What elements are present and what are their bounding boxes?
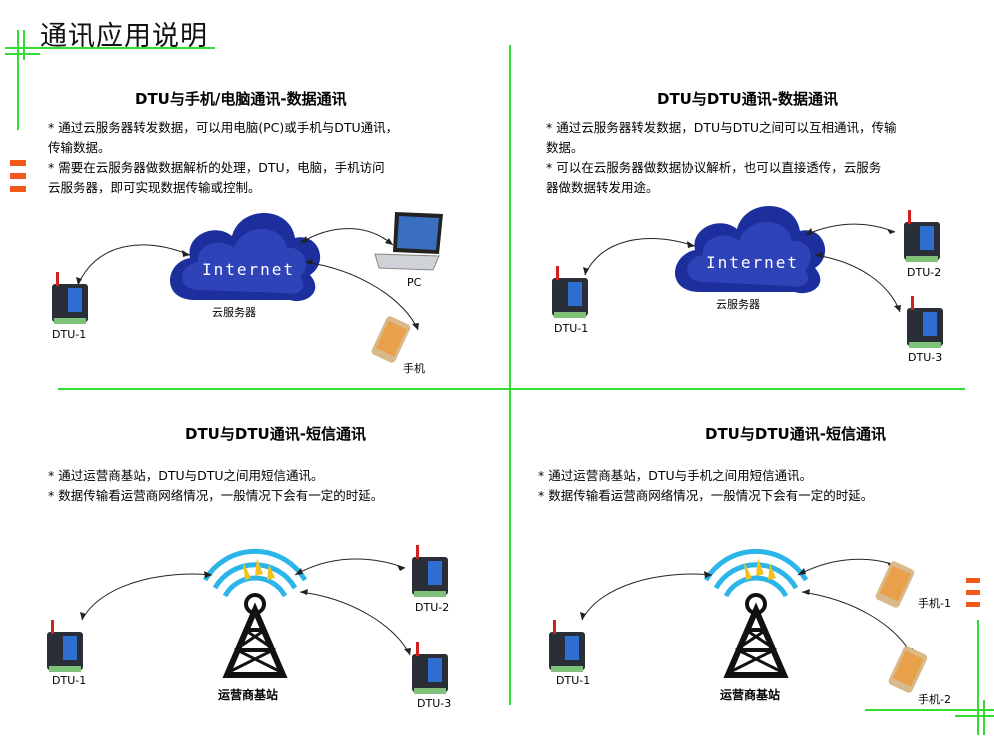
accent-bar	[10, 160, 26, 166]
svg-text:Internet: Internet	[202, 260, 295, 279]
tower-label: 运营商基站	[720, 688, 781, 702]
cloud-icon: Internet	[170, 212, 321, 302]
accent-bar	[966, 590, 980, 595]
cloud-icon: Internet	[675, 205, 826, 294]
svg-text:Internet: Internet	[706, 253, 799, 272]
bullet-text: * 数据传输看运营商网络情况，一般情况下会有一定的时延。	[538, 488, 874, 503]
cell-tower-icon	[202, 548, 308, 678]
device-label: DTU-2	[415, 601, 450, 614]
dtu-device-icon	[52, 272, 88, 324]
device-label: DTU-3	[417, 697, 452, 710]
bullet-text: * 可以在云服务器做数据协议解析，也可以直接透传，云服务	[546, 160, 882, 175]
device-label: DTU-3	[908, 351, 943, 364]
bullet-text: 器做数据转发用途。	[546, 180, 659, 195]
panel-title: DTU与手机/电脑通讯-数据通讯	[135, 90, 347, 108]
device-label: DTU-1	[556, 674, 591, 687]
cell-tower-icon	[703, 548, 809, 678]
laptop-icon	[374, 212, 443, 271]
device-label: 手机-2	[918, 693, 951, 706]
device-label: DTU-1	[52, 674, 87, 687]
dtu-device-icon	[47, 620, 83, 672]
bullet-text: 数据。	[546, 140, 584, 155]
bullet-text: * 需要在云服务器做数据解析的处理，DTU，电脑，手机访问	[48, 160, 385, 175]
tower-label: 运营商基站	[218, 688, 279, 702]
device-label: DTU-1	[52, 328, 87, 341]
dtu-device-icon	[904, 210, 940, 262]
accent-bar	[966, 578, 980, 583]
accent-bar	[10, 173, 26, 179]
dtu-device-icon	[549, 620, 585, 672]
device-label: DTU-1	[554, 322, 589, 335]
accent-bar	[966, 602, 980, 607]
bullet-text: * 通过运营商基站，DTU与手机之间用短信通讯。	[538, 468, 813, 483]
panel-title: DTU与DTU通讯-短信通讯	[185, 425, 366, 443]
bullet-text: 云服务器，即可实现数据传输或控制。	[48, 180, 261, 195]
cloud-label: 云服务器	[212, 306, 256, 319]
smartphone-icon	[371, 316, 411, 363]
device-label: 手机	[403, 362, 425, 375]
page-title: 通讯应用说明	[40, 21, 208, 52]
dtu-device-icon	[412, 642, 448, 694]
dtu-device-icon	[907, 296, 943, 348]
bullet-text: 传输数据。	[48, 140, 111, 155]
panel-title: DTU与DTU通讯-短信通讯	[705, 425, 886, 443]
device-label: PC	[407, 276, 422, 289]
panel-title: DTU与DTU通讯-数据通讯	[657, 90, 838, 108]
smartphone-icon	[888, 646, 928, 693]
smartphone-icon	[875, 561, 915, 608]
bullet-text: * 通过云服务器转发数据，可以用电脑(PC)或手机与DTU通讯，	[48, 120, 399, 135]
bullet-text: * 通过云服务器转发数据，DTU与DTU之间可以互相通讯，传输	[546, 120, 897, 135]
accent-bar	[10, 186, 26, 192]
device-label: 手机-1	[918, 597, 951, 610]
device-label: DTU-2	[907, 266, 942, 279]
bullet-text: * 数据传输看运营商网络情况，一般情况下会有一定的时延。	[48, 488, 384, 503]
cloud-label: 云服务器	[716, 298, 760, 311]
dtu-device-icon	[412, 545, 448, 597]
dtu-device-icon	[552, 266, 588, 318]
bullet-text: * 通过运营商基站，DTU与DTU之间用短信通讯。	[48, 468, 324, 483]
